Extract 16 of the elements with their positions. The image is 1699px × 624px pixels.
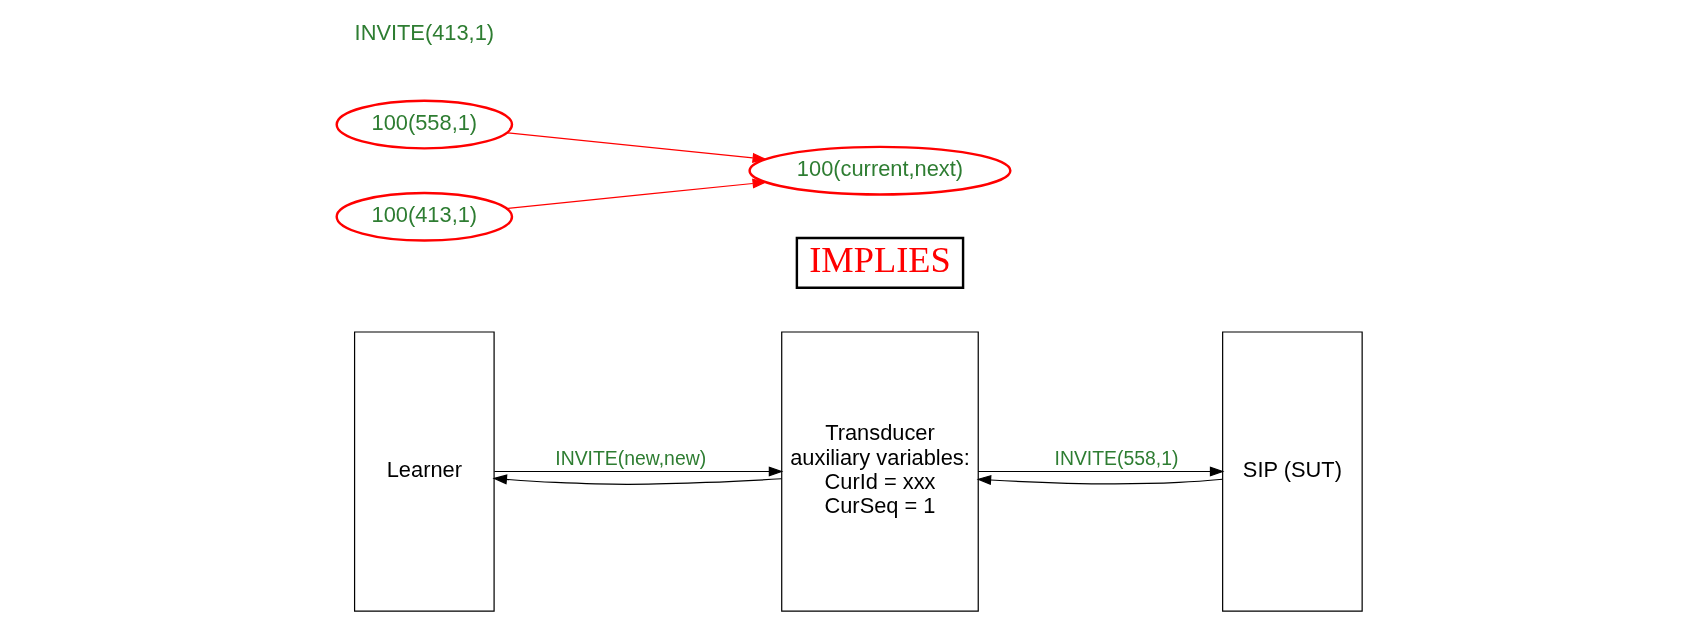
arrow	[493, 466, 784, 477]
node-box: SIP (SUT)	[1222, 331, 1363, 612]
arrow	[505, 132, 768, 163]
arrow	[505, 178, 768, 210]
node-ellipse: 100(413,1)	[335, 191, 514, 242]
edge-label: INVITE(new,new)	[555, 447, 707, 470]
node-ellipse: 100(558,1)	[335, 99, 514, 150]
arrow	[492, 474, 783, 485]
edge-label: INVITE(558,1)	[1054, 447, 1179, 470]
node-box: IMPLIES	[795, 236, 965, 289]
node-box: Transducer auxiliary variables: CurId = xxx CurSeq = 1	[781, 331, 979, 612]
label: INVITE(413,1)	[354, 20, 495, 46]
node-box: Learner	[354, 331, 495, 612]
arrow	[976, 474, 1224, 486]
arrow	[977, 466, 1225, 477]
node-ellipse: 100(current,next)	[748, 145, 1012, 196]
